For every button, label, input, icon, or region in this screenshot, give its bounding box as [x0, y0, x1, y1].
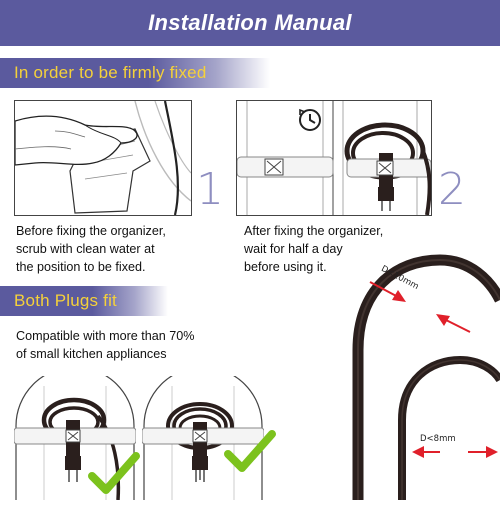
plug1-illustration: [13, 366, 140, 501]
section-banner-plugs: Both Plugs fit: [0, 286, 168, 316]
step2-illustration: [236, 100, 432, 216]
section-title-fix: In order to be firmly fixed: [14, 63, 207, 82]
hand-cloth-icon: [15, 101, 191, 215]
section-banner-fix: In order to be firmly fixed: [0, 58, 270, 88]
compat-caption: Compatible with more than 70% of small k…: [16, 329, 195, 361]
step-number-1: 1: [196, 164, 224, 215]
step1-illustration: [14, 100, 192, 216]
arrow-icon: [369, 281, 471, 333]
check-icon: [224, 430, 276, 472]
measurement-bottom-label: D<8mm: [420, 434, 456, 444]
cord-measurement-illustration: D<10mm D<8mm: [340, 230, 500, 500]
clock-icon: [299, 108, 321, 131]
header-bar: Installation Manual: [0, 0, 500, 46]
plug2-illustration: [141, 366, 276, 500]
step-number-2: 2: [438, 164, 466, 215]
section-title-plugs: Both Plugs fit: [14, 291, 117, 310]
arrow-icon: [412, 446, 498, 458]
check-icon: [88, 452, 140, 494]
step1-caption: Before fixing the organizer, scrub with …: [16, 224, 166, 274]
step2-caption: After fixing the organizer, wait for hal…: [244, 224, 384, 274]
page-title: Installation Manual: [148, 10, 352, 35]
